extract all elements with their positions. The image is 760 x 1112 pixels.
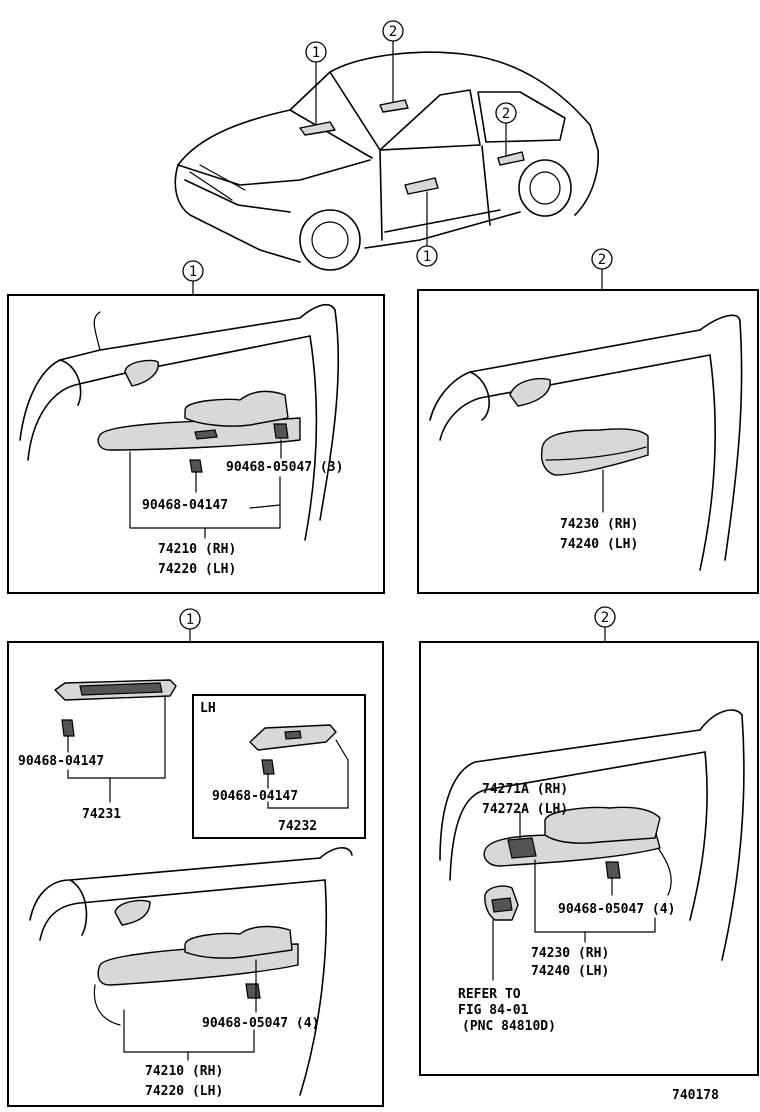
callout-2-icon bbox=[382, 20, 404, 42]
part-number-rh: 74210 (RH) bbox=[158, 542, 236, 557]
callout-1: 1 bbox=[189, 264, 197, 280]
callout-1: 1 bbox=[312, 45, 320, 61]
refer-note-line1: REFER TO bbox=[458, 987, 521, 1002]
part-number-lh: 74240 (LH) bbox=[560, 537, 638, 552]
callout-1: 1 bbox=[423, 249, 431, 265]
callout-2: 2 bbox=[598, 252, 606, 268]
clip-part-number: 90468-05047 (3) bbox=[226, 460, 343, 475]
clip-part-number: 90468-04147 bbox=[212, 789, 298, 804]
panel-front-door-handle: 1 90468-05047 (3) 90468-04147 74210 (RH)… bbox=[7, 260, 385, 594]
inset-part-number: 74232 bbox=[278, 819, 317, 834]
callout-2: 2 bbox=[601, 610, 609, 626]
door-pull-handle bbox=[540, 428, 649, 476]
refer-note-line3: (PNC 84810D) bbox=[462, 1019, 556, 1034]
callout-1-icon bbox=[305, 41, 327, 63]
cover-part-number-lh: 74272A (LH) bbox=[482, 802, 568, 817]
panel-a-frame bbox=[7, 294, 385, 594]
part-number-lh: 74240 (LH) bbox=[531, 964, 609, 979]
clip-icon bbox=[605, 861, 621, 879]
part-number-rh: 74230 (RH) bbox=[531, 946, 609, 961]
part-number-lh: 74220 (LH) bbox=[145, 1084, 223, 1099]
panel-b-frame bbox=[417, 289, 759, 594]
cover-icon bbox=[507, 837, 537, 859]
panel-d-frame bbox=[419, 641, 759, 1076]
clip-icon bbox=[61, 719, 75, 737]
panel-rear-door-handle: 2 74230 (RH) 74240 (LH) bbox=[417, 248, 759, 594]
door-pull-handle bbox=[544, 806, 661, 844]
panel-c-frame bbox=[7, 641, 384, 1107]
panel-rear-door-cover: 2 74271A (RH) 74272A (LH) 90468-05047 (4… bbox=[419, 606, 759, 1076]
inset-title: LH bbox=[200, 701, 216, 716]
clip-part-number: 90468-05047 (4) bbox=[202, 1016, 319, 1031]
door-handle bbox=[184, 390, 289, 427]
callout-1-icon bbox=[416, 245, 438, 267]
part-number-rh: 74210 (RH) bbox=[145, 1064, 223, 1079]
callout-2-icon bbox=[495, 102, 517, 124]
refer-note-line2: FIG 84-01 bbox=[458, 1003, 529, 1018]
clip-part-number: 90468-04147 bbox=[18, 754, 104, 769]
clip-icon bbox=[245, 983, 261, 999]
clip-icon bbox=[189, 459, 203, 473]
clip-part-number: 90468-05047 (4) bbox=[558, 902, 675, 917]
callout-2: 2 bbox=[389, 24, 397, 40]
car-overview: 1 2 2 1 bbox=[174, 20, 600, 271]
clip-part-number: 90468-04147 bbox=[142, 498, 228, 513]
panel-front-switch-base: 1 90468-04147 74231 LH 90468-04147 74232 bbox=[7, 608, 384, 1107]
part-number-rh: 74230 (RH) bbox=[560, 517, 638, 532]
figure-number: 740178 bbox=[672, 1088, 719, 1103]
lh-inset-frame bbox=[192, 694, 366, 839]
clip-icon bbox=[261, 759, 275, 775]
callout-1: 1 bbox=[186, 612, 194, 628]
switch-part-number: 74231 bbox=[82, 807, 121, 822]
part-number-lh: 74220 (LH) bbox=[158, 562, 236, 577]
cover-part-number-rh: 74271A (RH) bbox=[482, 782, 568, 797]
clip-icon bbox=[273, 423, 289, 439]
door-handle bbox=[184, 925, 293, 959]
callout-2: 2 bbox=[502, 106, 510, 122]
